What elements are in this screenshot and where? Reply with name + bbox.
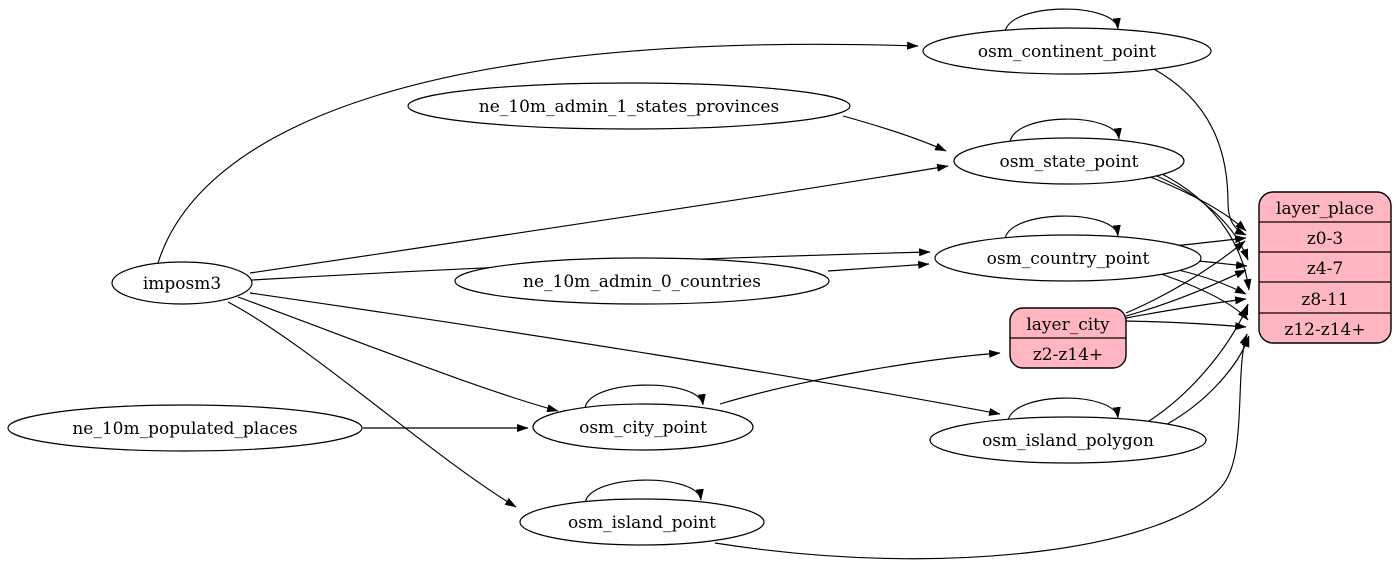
self-loop-osm-continent-point (1004, 8, 1121, 33)
ne-10m-populated-places-label: ne_10m_populated_places (72, 419, 297, 439)
edge-layer-city-to-layer-place-z0-3 (1125, 240, 1246, 314)
edge-layer-city-to-layer-place-z8-11 (1125, 296, 1247, 319)
osm-country-point-ellipse (934, 234, 1202, 282)
edge-osm-city-point-to-layer-city-z2-z14 (719, 349, 1001, 405)
edge-osm-island-polygon-to-layer-place-z8-11 (1145, 303, 1249, 424)
edge-osm-continent-point-to-layer-place-z0-3 (1151, 67, 1247, 236)
self-loop-osm-city-point (584, 384, 706, 409)
edge-imposm3-to-osm-island-polygon (249, 292, 1001, 416)
ne-10m-admin-1-states-provinces-ellipse (407, 82, 851, 130)
ne-10m-admin-0-countries-label: ne_10m_admin_0_countries (523, 272, 761, 292)
osm-state-point-label: osm_state_point (1000, 152, 1139, 172)
edge-imposm3-to-osm-continent-point (157, 41, 919, 264)
layer-place-row-z12-z14: z12-z14+ (1284, 320, 1365, 340)
layer-place-row-z4-7: z4-7 (1307, 259, 1343, 279)
layer-city-title: layer_city (1026, 315, 1110, 335)
osm-island-polygon-ellipse (929, 416, 1207, 464)
layer-city-row-z2-z14: z2-z14+ (1033, 345, 1103, 365)
node-ne-10m-admin-1-states-provinces: ne_10m_admin_1_states_provinces (407, 82, 851, 130)
osm-island-point-ellipse (519, 498, 765, 546)
self-loop-osm-country-point (1004, 215, 1121, 240)
layer-place-title: layer_place (1276, 199, 1374, 219)
node-osm-state-point: osm_state_point (953, 137, 1185, 185)
record-node-layer-city: layer_city z2-z14+ (1009, 307, 1127, 369)
self-loop-osm-state-point (1009, 118, 1122, 143)
layer-place-row-z0-3: z0-3 (1307, 229, 1343, 249)
edge-ne-10m-admin-1-states-provinces-to-osm-state-point (842, 115, 947, 152)
edge-osm-state-point-to-layer-place-z0-3 (1147, 175, 1247, 232)
imposm3-label: imposm3 (143, 274, 221, 294)
self-loop-osm-island-polygon (1007, 397, 1121, 422)
osm-continent-point-label: osm_continent_point (978, 42, 1156, 62)
edge-osm-state-point-to-layer-place-z8-11 (1155, 170, 1252, 291)
node-osm-country-point: osm_country_point (934, 234, 1202, 282)
record-node-layer-place: layer_place z0-3 z4-7 z8-11 z12-z14+ (1258, 191, 1392, 344)
node-ne-10m-admin-0-countries: ne_10m_admin_0_countries (454, 257, 830, 305)
edge-imposm3-to-osm-island-point (227, 301, 517, 508)
edge-osm-country-point-to-layer-place-z8-11 (1177, 269, 1247, 295)
ne-10m-admin-0-countries-ellipse (454, 257, 830, 305)
node-osm-city-point: osm_city_point (532, 403, 754, 451)
osm-island-polygon-label: osm_island_polygon (982, 431, 1154, 451)
node-osm-island-polygon: osm_island_polygon (929, 416, 1207, 464)
imposm3-ellipse (111, 261, 253, 305)
edge-osm-country-point-to-layer-place-z12-z14 (1157, 272, 1249, 321)
edge-layer-city-to-layer-place-z12-z14 (1125, 320, 1247, 331)
osm-state-point-ellipse (953, 137, 1185, 185)
node-osm-island-point: osm_island_point (519, 498, 765, 546)
edge-imposm3-to-osm-state-point (249, 163, 949, 274)
edge-imposm3-to-osm-city-point (237, 296, 559, 413)
edge-osm-island-point-to-layer-place-z12-z14 (714, 333, 1248, 560)
ne-10m-admin-1-states-provinces-label: ne_10m_admin_1_states_provinces (479, 97, 779, 117)
node-ne-10m-populated-places: ne_10m_populated_places (7, 404, 363, 452)
layer-place-row-z8-11: z8-11 (1301, 290, 1348, 310)
node-imposm3: imposm3 (111, 261, 253, 305)
osm-continent-point-ellipse (922, 27, 1212, 75)
edge-osm-island-polygon-to-layer-place-z12-z14 (1159, 335, 1250, 429)
osm-island-point-label: osm_island_point (568, 513, 716, 533)
edge-ne-10m-admin-0-countries-to-osm-country-point (827, 260, 930, 272)
edge-osm-country-point-to-layer-place-z0-3 (1172, 235, 1247, 247)
edge-layer (157, 8, 1252, 560)
edge-osm-country-point-to-layer-place-z4-7 (1198, 260, 1248, 270)
osm-city-point-ellipse (532, 403, 754, 451)
ne-10m-populated-places-ellipse (7, 404, 363, 452)
edge-layer-city-to-layer-place-z4-7 (1125, 269, 1247, 317)
layer-place-box (1258, 191, 1392, 344)
osm-city-point-label: osm_city_point (579, 418, 707, 438)
self-loop-osm-island-point (584, 479, 704, 504)
osm-country-point-label: osm_country_point (987, 249, 1150, 269)
node-osm-continent-point: osm_continent_point (922, 27, 1212, 75)
